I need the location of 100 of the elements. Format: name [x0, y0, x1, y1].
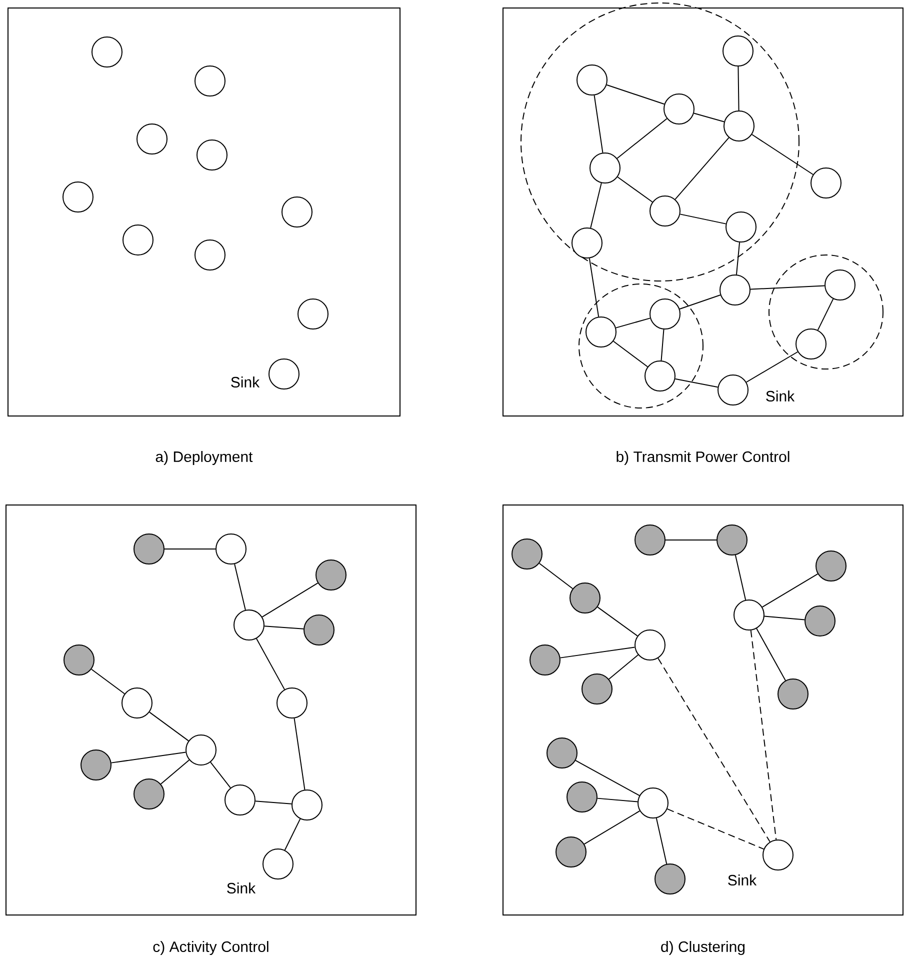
link-line [538, 562, 574, 590]
panel-frame [502, 504, 904, 916]
sensor-node [556, 836, 586, 868]
link-line [738, 66, 740, 111]
link-line [149, 712, 189, 742]
sensor-node [824, 270, 856, 300]
sensor-node [586, 316, 616, 348]
dashed-link [658, 658, 770, 842]
link-line [110, 752, 186, 764]
sensor-node [304, 614, 334, 646]
sensor-node [292, 790, 322, 820]
sensor-node [566, 782, 598, 812]
sink-label: Sink [231, 376, 260, 388]
sensor-node [80, 750, 112, 780]
link-line [674, 378, 718, 388]
link-line [262, 582, 318, 618]
link-line [693, 112, 725, 122]
link-line [294, 718, 306, 790]
link-line [234, 564, 246, 610]
sensor-node [224, 784, 256, 816]
sensor-node [724, 110, 754, 142]
sensor-node [634, 630, 666, 660]
sensor-node [512, 538, 542, 570]
sensor-node [650, 298, 680, 330]
sensor-node [716, 524, 748, 556]
link-line [746, 351, 798, 383]
sensor-node [196, 140, 228, 170]
link-line [606, 84, 665, 105]
link-line [560, 646, 636, 658]
sensor-node [664, 94, 694, 124]
sensor-node [804, 606, 836, 636]
link-line [734, 554, 746, 600]
sensor-node [122, 224, 154, 256]
sensor-node [810, 168, 842, 198]
link-line [90, 668, 126, 694]
dashed-link [666, 808, 764, 850]
range-circle [520, 2, 800, 282]
link-line [164, 548, 216, 550]
sensor-node [644, 360, 676, 392]
sensor-node [316, 560, 346, 590]
sink-label: Sink [728, 874, 757, 886]
link-line [612, 340, 648, 368]
link-line [594, 94, 604, 154]
link-line [660, 328, 664, 362]
sensor-node [638, 788, 668, 818]
sensor-node [122, 688, 152, 718]
sensor-node [590, 152, 620, 184]
sink-label: Sink [227, 882, 256, 894]
sensor-node [582, 674, 612, 704]
sensor-node [530, 644, 560, 676]
sensor-node [298, 298, 328, 330]
link-line [764, 616, 806, 620]
sensor-node [262, 848, 294, 880]
link-line [597, 606, 638, 636]
panel-frame [502, 8, 904, 416]
link-line [751, 134, 814, 175]
sensor-node [276, 688, 308, 718]
link-line [284, 818, 301, 851]
sensor-node [234, 610, 264, 640]
range-circle [768, 254, 884, 370]
link-line [617, 176, 653, 202]
link-line [254, 800, 292, 804]
sensor-node [762, 840, 794, 870]
dashed-link [750, 630, 777, 840]
range-circle [578, 284, 704, 408]
sensor-node [816, 550, 846, 582]
link-line [750, 285, 826, 290]
link-line [615, 318, 651, 328]
sensor-node [576, 64, 608, 96]
panel-frame [8, 8, 400, 416]
link-line [762, 573, 818, 608]
panel-frame [6, 504, 416, 916]
sensor-node [64, 644, 94, 676]
sensor-node [282, 196, 312, 228]
link-line [616, 118, 668, 159]
sensor-node [136, 124, 168, 154]
link-line [256, 638, 286, 690]
sensor-node [634, 524, 666, 556]
link-line [575, 760, 640, 796]
sensor-node [796, 328, 826, 360]
panel-caption: d) Clustering [661, 941, 745, 955]
link-line [588, 258, 600, 318]
panel-caption: a) Deployment [156, 451, 253, 465]
link-line [590, 182, 602, 228]
sensor-node [134, 534, 164, 564]
sensor-node [726, 212, 756, 242]
sensor-node [194, 66, 226, 96]
sensor-node [570, 582, 600, 614]
sink-label: Sink [766, 390, 795, 402]
sensor-node [546, 738, 578, 768]
sensor-node [654, 864, 686, 894]
sensor-node [718, 374, 748, 406]
link-line [736, 242, 740, 276]
sensor-node [734, 600, 764, 630]
link-line [584, 810, 640, 845]
sensor-node [92, 36, 122, 68]
sensor-node [572, 228, 602, 258]
panel-caption: b) Transmit Power Control [616, 451, 790, 465]
sensor-node [778, 678, 808, 710]
sensor-node [62, 182, 94, 212]
